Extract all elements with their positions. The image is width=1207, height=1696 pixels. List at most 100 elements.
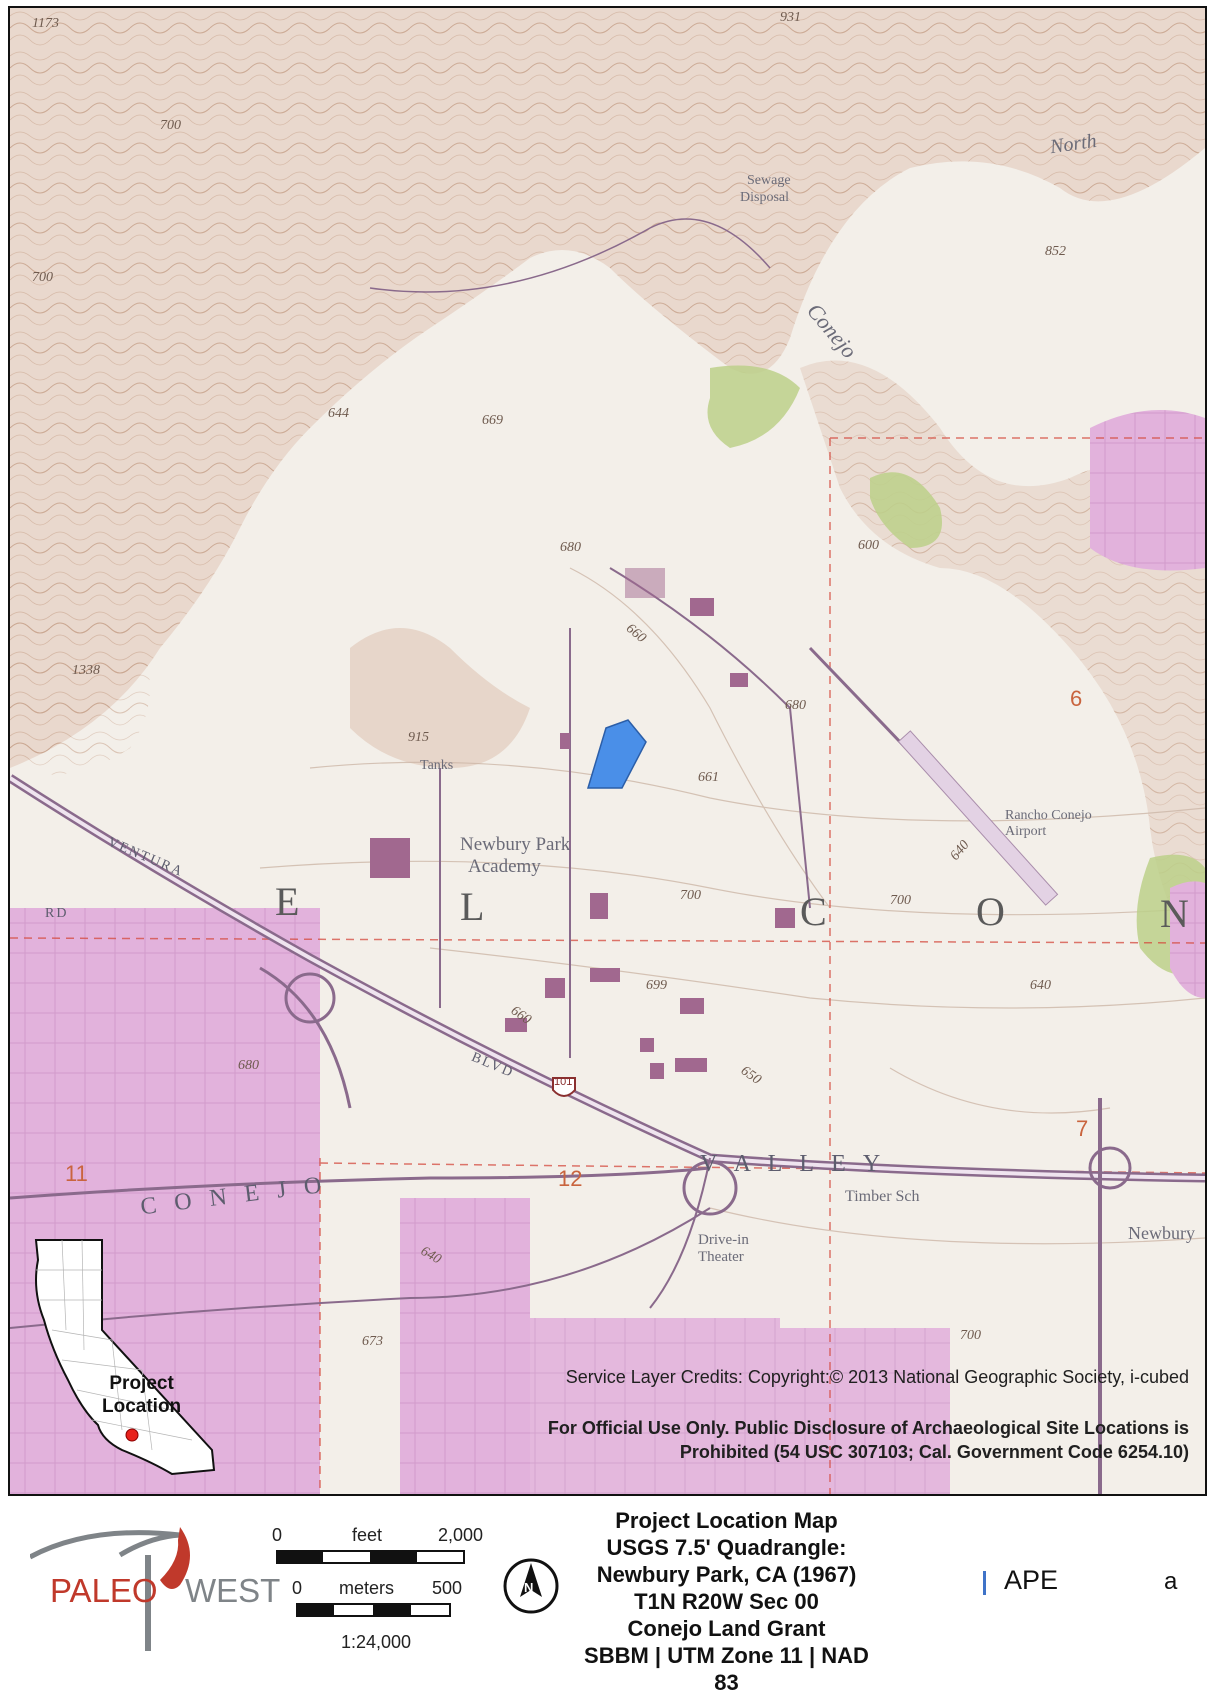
inset-label: Project Location [102, 1372, 181, 1418]
disclosure-line: Prohibited (54 USC 307103; Cal. Governme… [679, 1442, 1189, 1462]
logo-text-paleo: PALEO [50, 1572, 158, 1609]
elev-label: 673 [362, 1334, 383, 1349]
paleowest-logo-icon [30, 1527, 190, 1651]
topo-base [10, 8, 1205, 1494]
road-network [10, 218, 1205, 1494]
disclosure-notice: For Official Use Only. Public Disclosure… [548, 1416, 1189, 1464]
label-theater: Theater [698, 1249, 744, 1265]
elev-label: 644 [328, 406, 349, 421]
title-line: Newbury Park, CA (1967) [596, 1562, 857, 1587]
label-sewage: Sewage [747, 173, 791, 188]
label-timber-sch: Timber Sch [845, 1188, 920, 1205]
grant-letter: L [460, 884, 485, 929]
section-number: 12 [558, 1166, 583, 1191]
north-arrow-label: N [524, 1580, 534, 1595]
grant-letter: C [800, 889, 827, 934]
scalebar-meters-unit: meters [339, 1578, 395, 1598]
urban-south-1 [400, 1198, 530, 1494]
scalebar-meters-max: 500 [432, 1578, 463, 1598]
title-line: USGS 7.5' Quadrangle: [606, 1535, 847, 1560]
elev-label: 915 [408, 730, 429, 745]
label-valley: V A L L E Y [700, 1151, 887, 1177]
label-disposal: Disposal [740, 190, 789, 205]
urban-south-3 [780, 1328, 950, 1494]
ape-polygon[interactable] [586, 719, 647, 789]
north-arrow-icon [503, 1558, 559, 1614]
scalebar-feet-zero: 0 [272, 1525, 283, 1545]
scalebar-meters [296, 1603, 451, 1617]
hill-915 [350, 628, 530, 768]
label-airport: Airport [1005, 824, 1047, 839]
inset-label-line: Project [109, 1373, 174, 1394]
title-line: Project Location Map [615, 1508, 838, 1533]
california-outline [34, 1239, 216, 1476]
grant-letter: E [275, 879, 300, 924]
title-line: SBBM | UTM Zone 11 | NAD 83 [584, 1643, 869, 1695]
elev-label: 680 [238, 1058, 259, 1073]
urban-south-2 [530, 1318, 780, 1494]
elev-label: 1338 [72, 663, 100, 678]
legend-extra-text: a [1164, 1568, 1178, 1595]
elev-label: 700 [680, 888, 701, 903]
label-newbury: Newbury [1128, 1223, 1195, 1243]
elev-label: 669 [482, 413, 503, 428]
inset-label-line: Location [102, 1396, 182, 1417]
topographic-map[interactable]: Sewage Disposal North Conejo Tanks Newbu… [8, 6, 1207, 1496]
ape-legend-swatch [983, 1571, 986, 1595]
section-number: 6 [1070, 686, 1083, 711]
title-line: T1N R20W Sec 00 [634, 1589, 819, 1614]
interchange-center [682, 1160, 738, 1216]
hill-1338 [10, 601, 150, 775]
label-tanks: Tanks [420, 758, 454, 773]
section-number: 11 [65, 1161, 88, 1186]
map-title-block: Project Location Map USGS 7.5' Quadrangl… [584, 1507, 869, 1696]
valley-contours [259, 567, 1205, 1245]
grant-letter: N [1160, 891, 1189, 936]
scalebar-meters-zero: 0 [292, 1578, 303, 1598]
map-legend-panel [0, 1496, 1207, 1676]
elev-label: 700 [160, 118, 181, 133]
scalebar-feet-max: 2,000 [438, 1525, 484, 1545]
elev-label: 661 [698, 770, 719, 785]
label-drive-in: Drive-in [698, 1232, 749, 1248]
scalebar-feet-unit: feet [352, 1525, 383, 1545]
service-layer-credits: Service Layer Credits: Copyright:© 2013 … [565, 1367, 1189, 1387]
elev-label: 699 [646, 978, 667, 993]
logo-text-west: WEST [185, 1572, 281, 1609]
elev-label: 640 [1030, 978, 1051, 993]
label-rancho-conejo: Rancho Conejo [1005, 808, 1092, 823]
airport-runway [897, 730, 1059, 906]
elev-label: 700 [890, 893, 911, 908]
label-hwy-101: 101 [554, 1076, 573, 1088]
california-inset-map: Project Location [22, 1230, 252, 1480]
urban-east [1170, 881, 1205, 998]
hills-contours [10, 8, 1205, 768]
label-rd: RD [45, 906, 69, 921]
project-location-marker [125, 1428, 139, 1442]
vegetation-2 [870, 472, 942, 548]
elev-label: 680 [560, 540, 581, 555]
disclosure-line: For Official Use Only. Public Disclosure… [547, 1418, 1189, 1438]
highway-shield [552, 1077, 576, 1097]
elev-label: 931 [780, 10, 801, 25]
vegetation-1 [707, 365, 800, 448]
elev-label: 700 [960, 1328, 981, 1343]
section-lines [10, 437, 1205, 1494]
label-newbury-park: Newbury Park [460, 834, 571, 855]
interchange-west [284, 972, 336, 1024]
title-line: Conejo Land Grant [627, 1616, 826, 1641]
elev-label: 680 [785, 698, 806, 713]
urban-northeast [1090, 410, 1205, 571]
section-number: 7 [1076, 1116, 1089, 1141]
scale-ratio: 1:24,000 [341, 1632, 412, 1652]
elev-label: 852 [1045, 244, 1066, 259]
elev-label: 1173 [32, 16, 59, 31]
label-academy: Academy [468, 856, 541, 877]
interchange-east [1088, 1146, 1132, 1190]
grant-letter: O [976, 889, 1005, 934]
buildings [370, 568, 795, 1079]
elev-label: 700 [32, 270, 53, 285]
scalebar-feet [276, 1550, 465, 1564]
elev-label: 600 [858, 538, 879, 553]
